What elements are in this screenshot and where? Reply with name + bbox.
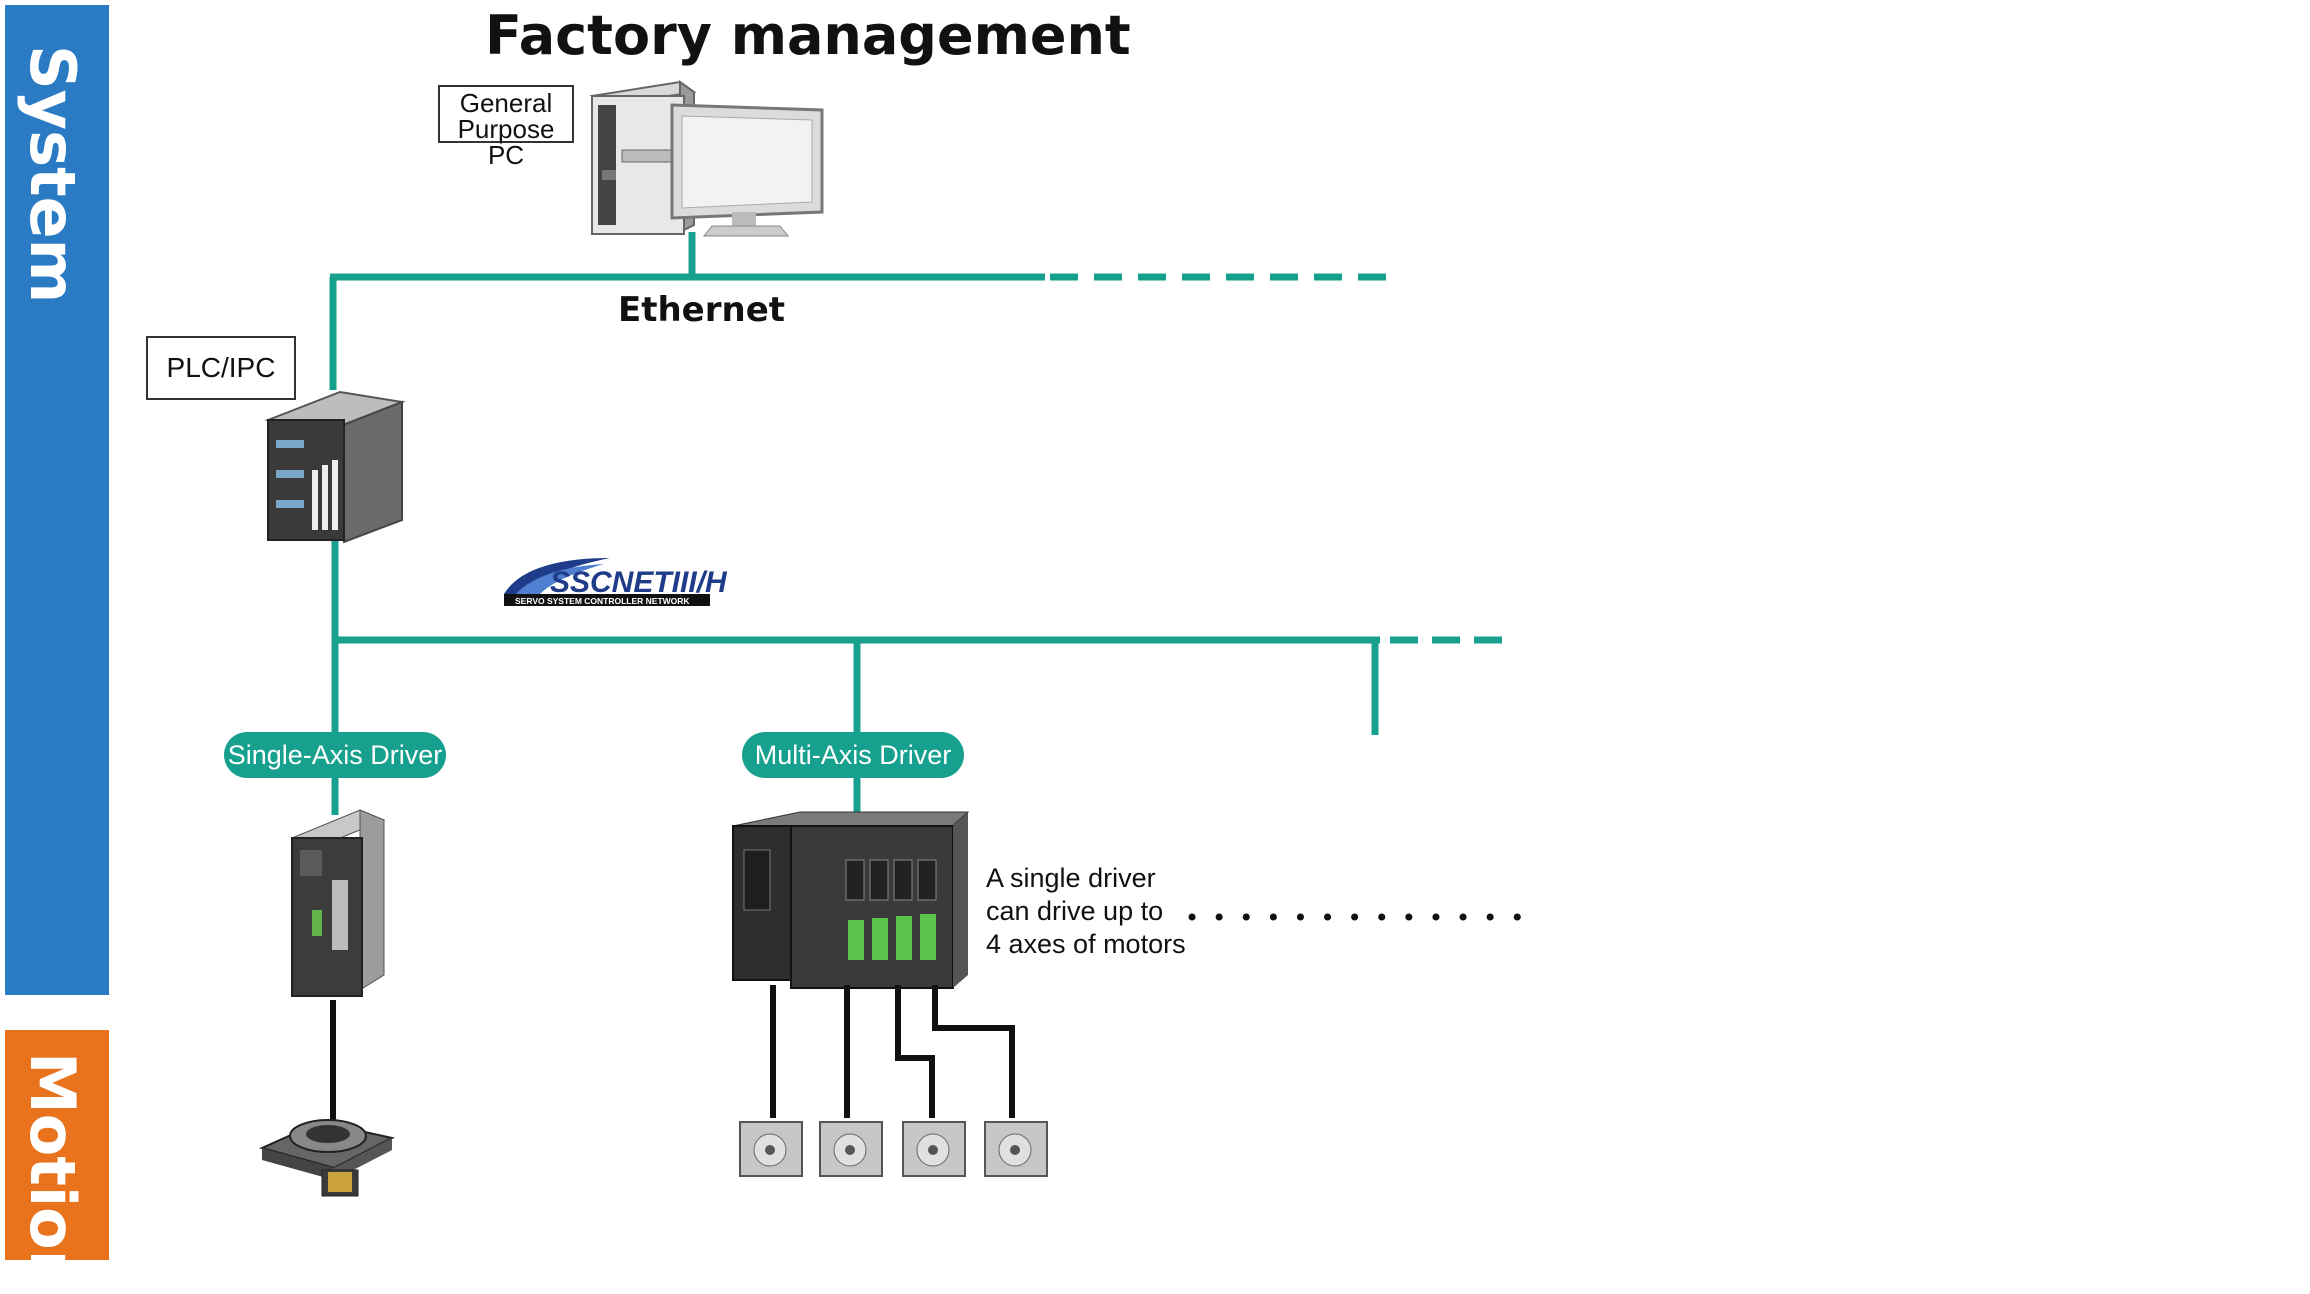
single-axis-driver-label: Single-Axis Driver (224, 732, 446, 778)
stepping-motor-icon (902, 1121, 966, 1177)
stepping-motor-icon (984, 1121, 1048, 1177)
general-pc-label: General Purpose PC (438, 85, 574, 168)
sscnet-logo-text: SSCNETIII/H (550, 566, 728, 599)
plc-ipc-icon (264, 390, 406, 544)
stepping-motor-icon (739, 1121, 803, 1177)
motion-bar: Motion (5, 1030, 109, 1294)
single-axis-driver-icon (290, 809, 386, 997)
sscnet-sub-text: SERVO SYSTEM CONTROLLER NETWORK (515, 596, 690, 606)
network-diagram: SSCNETIII/H SERVO SYSTEM CONTROLLER NETW… (259, 80, 1524, 1197)
multi-axis-driver-label: Multi-Axis Driver (742, 732, 964, 778)
pc-monitor-icon (670, 103, 824, 237)
plc-label: PLC/IPC (146, 336, 296, 400)
diagram-title: Factory management (485, 4, 1131, 67)
system-bar: System (5, 5, 109, 995)
rotary-table-icon (259, 1119, 395, 1197)
sscnet-line (331, 530, 1510, 815)
ethernet-label: Ethernet (618, 290, 786, 330)
sscnet-logo: SSCNETIII/H SERVO SYSTEM CONTROLLER NETW… (504, 558, 728, 606)
stepping-motor-icon (819, 1121, 883, 1177)
multi-driver-cables (770, 985, 1015, 1118)
ethernet-line (329, 232, 1400, 390)
multi-axis-driver-icon (732, 811, 970, 989)
multi-axis-note: A single driver can drive up to 4 axes o… (986, 863, 1186, 959)
